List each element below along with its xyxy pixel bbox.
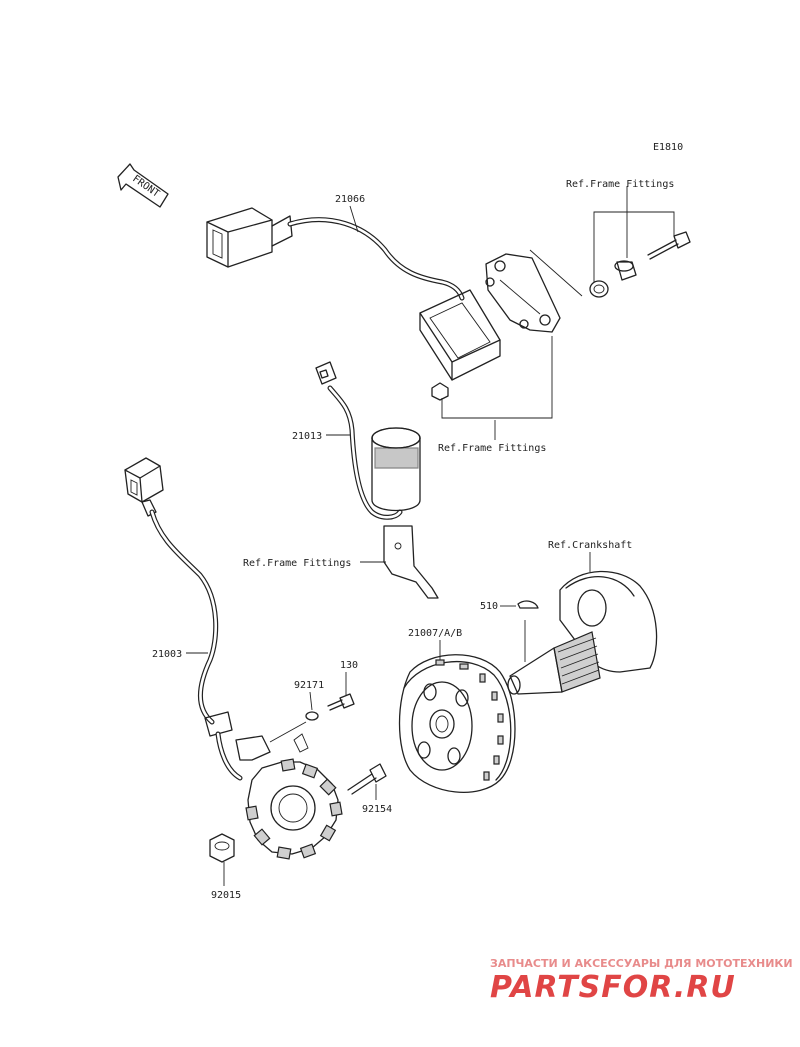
washer-92171 bbox=[305, 711, 319, 721]
diagram-code: E1810 bbox=[653, 142, 683, 153]
label-92171: 92171 bbox=[294, 680, 324, 691]
screw-130 bbox=[327, 693, 355, 711]
label-21007: 21007/A/B bbox=[408, 628, 462, 639]
stator-21003 bbox=[124, 457, 343, 860]
collar-icon bbox=[589, 280, 609, 298]
label-21003: 21003 bbox=[152, 649, 182, 660]
frame-bracket-plate bbox=[485, 253, 561, 333]
watermark-brand: PARTSFOR.RU bbox=[490, 970, 736, 1005]
key-510 bbox=[517, 600, 539, 609]
watermark-tagline: ЗАПЧАСТИ И АКСЕССУАРЫ ДЛЯ МОТОТЕХНИКИ bbox=[490, 957, 793, 970]
crankshaft bbox=[507, 570, 658, 695]
label-92015: 92015 bbox=[211, 890, 241, 901]
label-ref-crankshaft: Ref.Crankshaft bbox=[548, 540, 632, 551]
nut-92015 bbox=[209, 833, 235, 863]
label-ref-frame-fittings-top: Ref.Frame Fittings bbox=[566, 179, 674, 190]
condenser-21013 bbox=[315, 361, 439, 599]
bushing-icon bbox=[614, 260, 637, 281]
nut-icon bbox=[431, 382, 449, 401]
bolt-92154 bbox=[347, 763, 387, 795]
regulator-rectifier-21066 bbox=[206, 207, 501, 381]
label-510: 510 bbox=[480, 601, 498, 612]
bolt-icon bbox=[647, 231, 691, 260]
label-92154: 92154 bbox=[362, 804, 392, 815]
label-130: 130 bbox=[340, 660, 358, 671]
label-ref-frame-fittings-left: Ref.Frame Fittings bbox=[243, 558, 351, 569]
front-arrow-icon: FRONT bbox=[117, 163, 169, 208]
label-21066: 21066 bbox=[335, 194, 365, 205]
rotor-21007 bbox=[398, 654, 516, 793]
label-ref-frame-fittings-mid: Ref.Frame Fittings bbox=[438, 443, 546, 454]
label-21013: 21013 bbox=[292, 431, 322, 442]
front-arrow-label: FRONT bbox=[130, 173, 161, 199]
watermark: ЗАПЧАСТИ И АКСЕССУАРЫ ДЛЯ МОТОТЕХНИКИ PA… bbox=[490, 957, 793, 1005]
